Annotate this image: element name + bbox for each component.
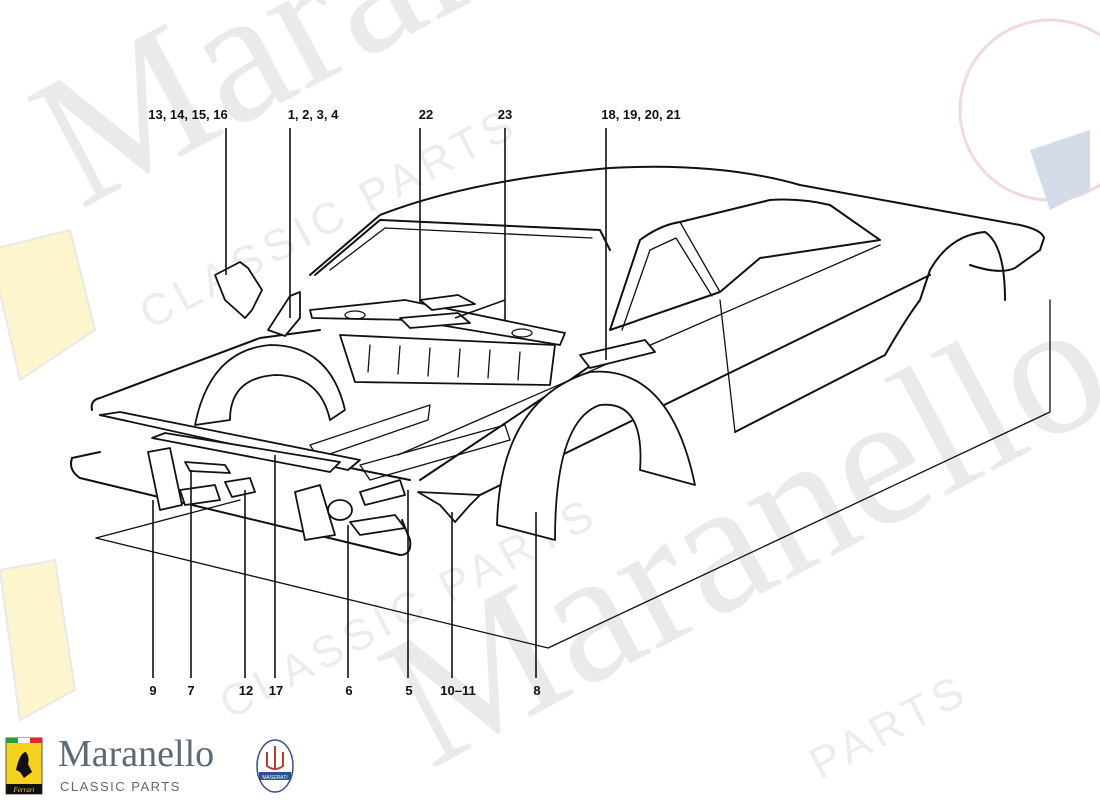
maserati-badge: MASERATI xyxy=(256,739,294,793)
callout-22: 22 xyxy=(419,107,433,122)
callout-1-4: 1, 2, 3, 4 xyxy=(288,107,339,122)
bumper-mount-6 xyxy=(327,499,353,521)
callout-17: 17 xyxy=(269,683,283,698)
tail-light-right xyxy=(294,484,336,541)
callout-23: 23 xyxy=(498,107,512,122)
bracket-5 xyxy=(359,479,406,506)
callout-18-21: 18, 19, 20, 21 xyxy=(601,107,681,122)
ground-plane xyxy=(95,299,1051,649)
rear-bulkhead-panel xyxy=(339,334,556,386)
leader-lines xyxy=(152,128,607,678)
ferrari-badge-text: Ferrari xyxy=(13,786,35,794)
bracket-18-21 xyxy=(579,339,656,369)
callout-8: 8 xyxy=(533,683,540,698)
plate-light xyxy=(184,461,231,474)
bumper-bracket-9 xyxy=(179,484,221,506)
callout-12: 12 xyxy=(239,683,253,698)
bracket-1-4 xyxy=(267,291,301,337)
bracket-13-16 xyxy=(214,261,263,319)
speaker-grille-23 xyxy=(399,312,471,329)
callout-7: 7 xyxy=(187,683,194,698)
watermark-ferrari-shield-left xyxy=(0,228,97,722)
car-body xyxy=(70,165,1045,556)
wheel-arch-right xyxy=(496,370,696,541)
watermark-maranello-bottom: Maranello xyxy=(351,255,1100,800)
tail-light-left xyxy=(147,447,183,511)
leader-23-b xyxy=(454,299,506,319)
watermark-maserati-seal-right xyxy=(958,18,1100,210)
callout-9: 9 xyxy=(149,683,156,698)
callout-10-11: 10–11 xyxy=(440,683,475,698)
watermark-parts-right: PARTS xyxy=(802,665,977,789)
callout-5: 5 xyxy=(405,683,412,698)
bumper-bracket-12 xyxy=(224,477,256,498)
speaker-grille-22 xyxy=(419,294,476,311)
callout-6: 6 xyxy=(345,683,352,698)
brand-name: Maranello xyxy=(58,733,215,775)
parts xyxy=(99,261,696,541)
wheel-arch-left xyxy=(194,344,346,426)
brand-tagline: CLASSIC PARTS xyxy=(60,779,181,794)
callout-13-16: 13, 14, 15, 16 xyxy=(148,107,228,122)
bracket-10-11 xyxy=(417,491,481,523)
bumper-bracket-6 xyxy=(349,514,406,536)
maserati-badge-text: MASERATI xyxy=(262,775,287,781)
rear-light-strip xyxy=(151,432,341,473)
callout-labels: 13, 14, 15, 16 1, 2, 3, 4 22 23 18, 19, … xyxy=(148,107,681,698)
ferrari-badge: Ferrari xyxy=(5,737,43,795)
